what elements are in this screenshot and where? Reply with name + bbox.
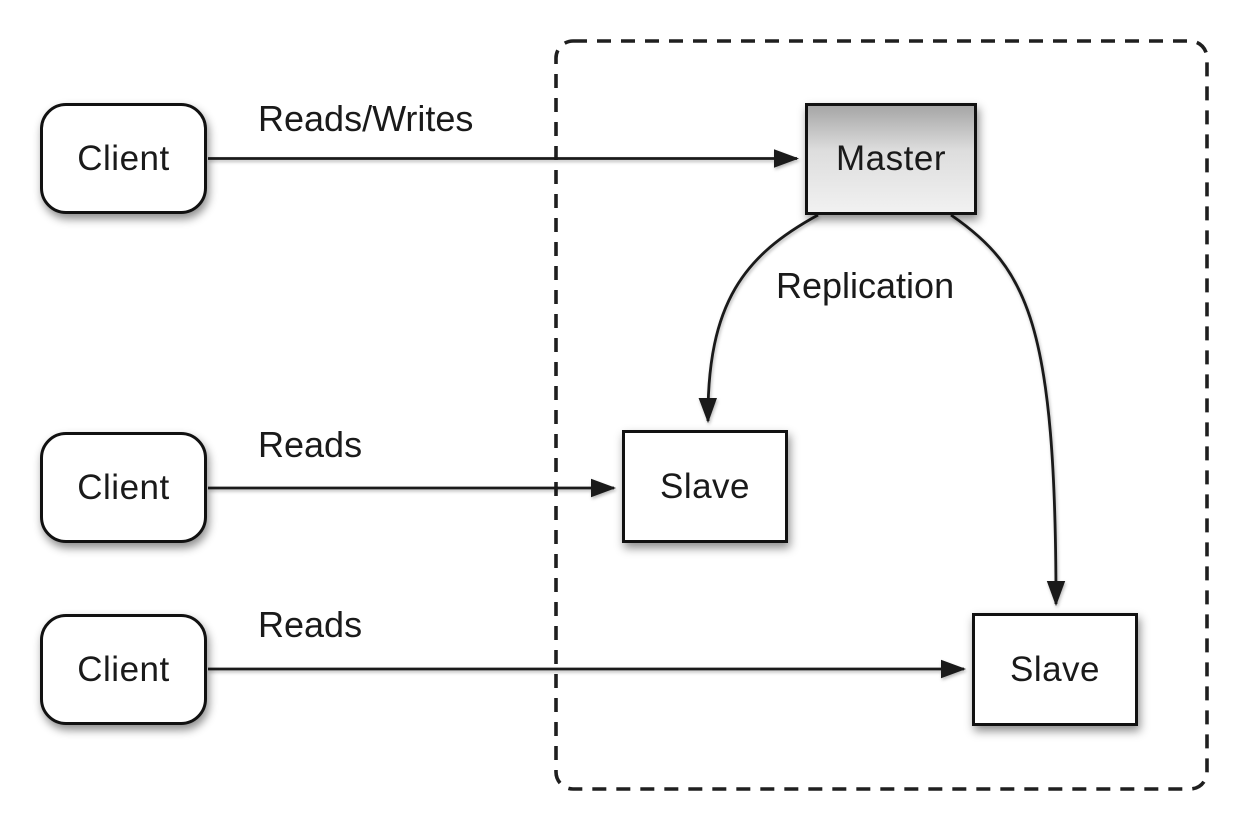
master-label: Master (836, 139, 946, 178)
arrow-master-to-slave1 (698, 213, 819, 424)
master-box: Master (805, 103, 977, 215)
client-2-label: Client (77, 467, 170, 507)
client-box-1: Client (40, 103, 207, 214)
replication-boundary (554, 39, 1209, 791)
slave-1-label: Slave (659, 466, 751, 506)
client-box-2: Client (40, 432, 207, 543)
client-box-3: Client (40, 614, 207, 725)
edge-label-reads-writes: Reads/Writes (258, 98, 474, 139)
slave-2-label: Slave (1009, 649, 1101, 689)
replication-label: Replication (776, 265, 955, 306)
edge-label-reads-2: Reads (258, 604, 363, 645)
arrow-master-to-slave2 (950, 213, 1066, 607)
edge-label-reads-1: Reads (258, 424, 363, 465)
slave-box-1: Slave (622, 430, 788, 543)
client-3-label: Client (77, 649, 170, 689)
client-1-label: Client (77, 138, 170, 178)
slave-box-2: Slave (972, 613, 1138, 726)
